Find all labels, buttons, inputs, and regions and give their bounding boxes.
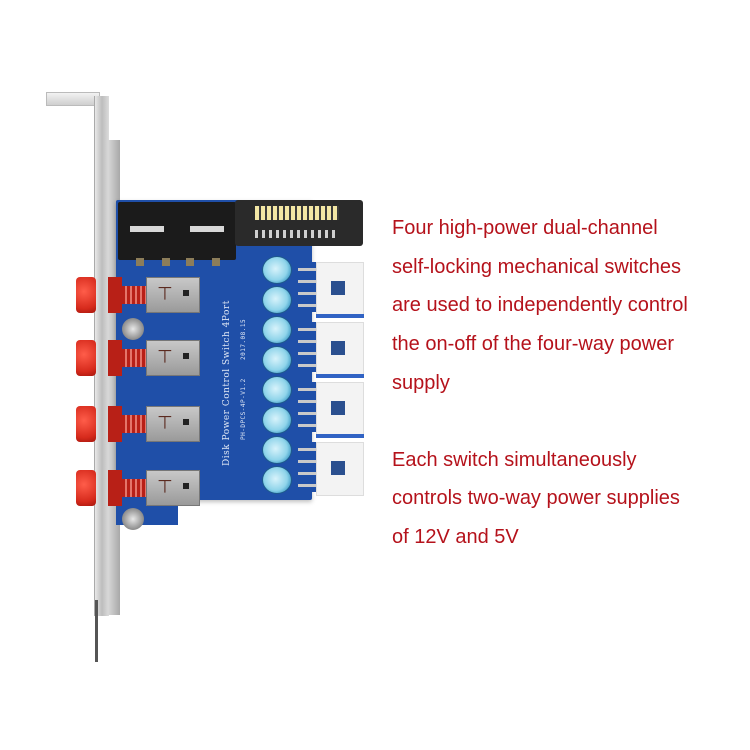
power-switch-button-2[interactable] (76, 340, 96, 376)
switch-base-4 (108, 470, 122, 506)
switch-body-1 (146, 277, 200, 313)
product-photo: Disk Power Control Switch 4Port PH-DPCS-… (0, 0, 380, 750)
capacitor (262, 466, 292, 494)
pcb-trace (316, 314, 364, 318)
switch-body-3 (146, 406, 200, 442)
description-line: of 12V and 5V (392, 525, 519, 548)
capacitor (262, 346, 292, 374)
connector-pins-4 (298, 442, 316, 492)
switch-spring-3 (122, 415, 146, 433)
pci-bracket (94, 96, 109, 616)
screw-icon (122, 318, 144, 340)
pcb-date: 2017.08.15 (240, 318, 247, 360)
description-line: Four high-power dual-channel (392, 217, 658, 239)
power-switch-button-3[interactable] (76, 406, 96, 442)
capacitor (262, 316, 292, 344)
capacitor (262, 286, 292, 314)
description-line: self-locking mechanical switches (392, 255, 682, 278)
capacitor (262, 436, 292, 464)
switch-base-2 (108, 340, 122, 376)
switch-spring-4 (122, 479, 146, 497)
connector-pins-2 (298, 322, 316, 372)
capacitor (262, 376, 292, 404)
switch-base-1 (108, 277, 122, 313)
bracket-tip (95, 600, 98, 662)
pcb-trace (316, 374, 364, 378)
product-description: Four high-power dual-channel self-lockin… (392, 209, 742, 557)
power-switch-button-4[interactable] (76, 470, 96, 506)
screw-icon (122, 508, 144, 530)
output-connector-3 (316, 382, 364, 436)
switch-body-4 (146, 470, 200, 506)
pcb-trace (316, 434, 364, 438)
description-line: the on-off of the four-way power (392, 333, 675, 356)
pcb-label: Disk Power Control Switch 4Port (222, 300, 232, 466)
switch-spring-1 (122, 286, 146, 304)
bracket-top (46, 92, 100, 106)
output-connector-2 (316, 322, 364, 376)
capacitor (262, 406, 292, 434)
switch-spring-2 (122, 349, 146, 367)
switch-body-2 (146, 340, 200, 376)
output-connector-4 (316, 442, 364, 496)
connector-pins-1 (298, 262, 316, 312)
output-connector-1 (316, 262, 364, 316)
description-line: are used to independently control (392, 294, 688, 317)
pcb-model: PH-DPCS-4P-V1.2 (240, 378, 247, 440)
switch-base-3 (108, 406, 122, 442)
description-line: controls two-way power supplies (392, 487, 680, 510)
connector-pins-3 (298, 382, 316, 432)
description-line: Each switch simultaneously (392, 448, 637, 471)
power-switch-button-1[interactable] (76, 277, 96, 313)
description-line: supply (392, 371, 450, 394)
sata-power-connector (235, 200, 363, 246)
molex-power-connector (118, 202, 236, 266)
capacitor (262, 256, 292, 284)
